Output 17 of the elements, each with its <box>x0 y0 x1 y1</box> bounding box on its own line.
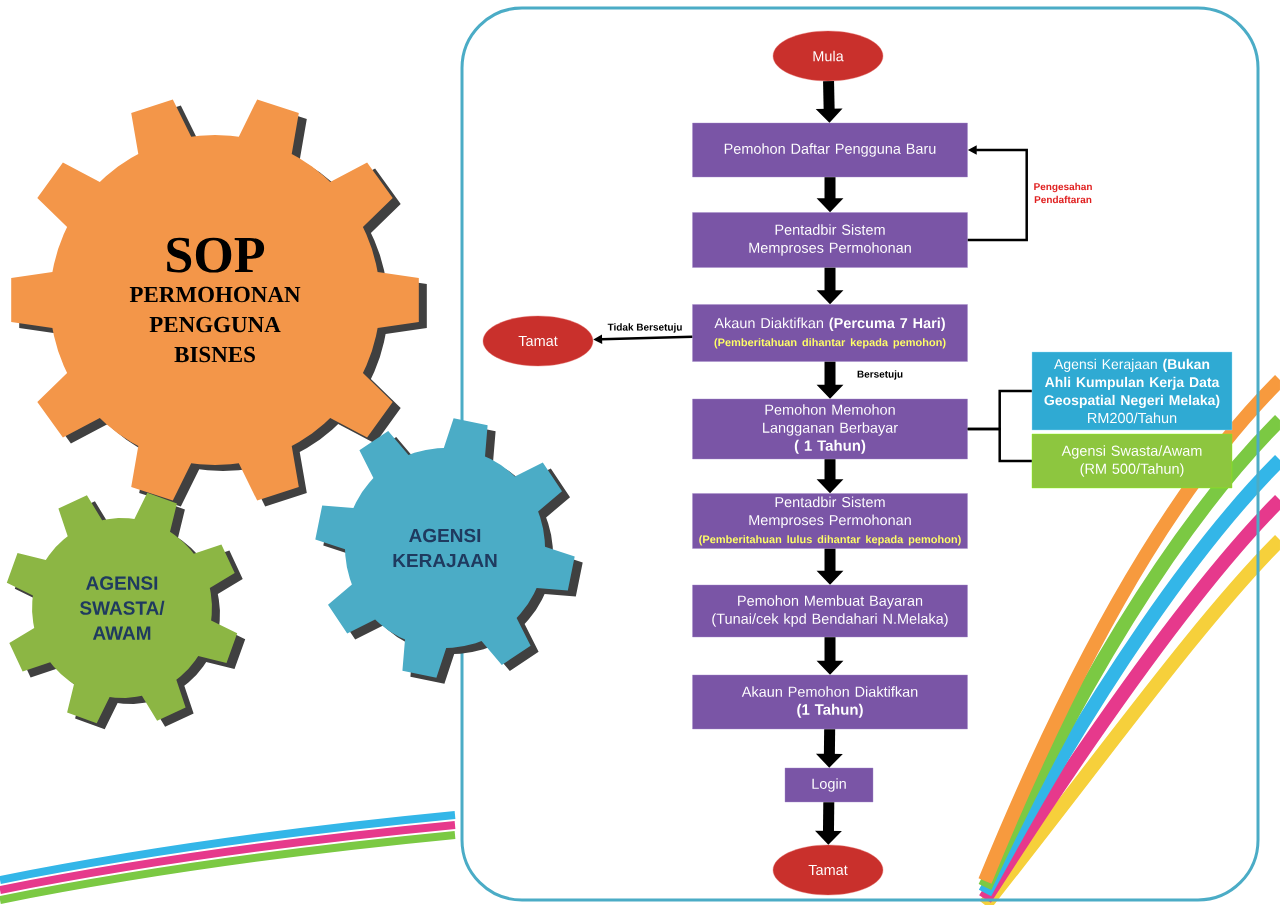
process-box: Pemohon Daftar Pengguna Baru <box>692 122 968 178</box>
option-box: Agensi Kerajaan (Bukan Ahli Kumpulan Kerja Data Geospatial Negeri Melaka) RM200/Tahun <box>1031 351 1233 431</box>
terminal-oval: Mula <box>772 30 884 82</box>
option-box: Agensi Swasta/Awam (RM 500/Tahun) <box>1031 433 1233 489</box>
terminal-oval: Tamat <box>772 844 884 896</box>
process-box: Pentadbir Sistem Memproses Permohonan (Pemberitahuan lulus dihantar kepada pemohon) <box>692 493 968 549</box>
process-box: Akaun Diaktifkan (Percuma 7 Hari) (Pemberitahuan dihantar kepada pemohon) <box>692 304 968 362</box>
process-box: Login <box>784 767 874 803</box>
terminal-oval: Tamat <box>482 315 594 367</box>
process-box: Akaun Pemohon Diaktifkan (1 Tahun) <box>692 674 968 730</box>
edge-label: Tidak Bersetuju <box>607 323 682 333</box>
edge-label: Bersetuju <box>857 370 903 380</box>
process-box: Pemohon Membuat Bayaran (Tunai/cek kpd Bendahari N.Melaka) <box>692 584 968 638</box>
process-box: Pemohon Memohon Langganan Berbayar ( 1 Tahun) <box>692 398 968 460</box>
arrow <box>967 145 1028 242</box>
process-box: Pentadbir Sistem Memproses Permohonan <box>692 212 968 268</box>
edge-label: Pengesahan Pendaftaran <box>1034 182 1092 204</box>
